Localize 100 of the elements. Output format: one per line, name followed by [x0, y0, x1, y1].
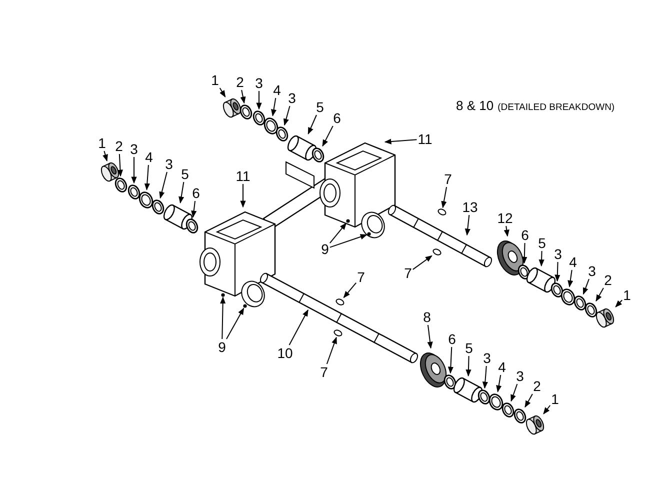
callout-number: 3	[516, 369, 524, 383]
callout-number: 7	[444, 172, 452, 186]
callout-number: 2	[533, 379, 541, 393]
leader-line	[131, 156, 137, 184]
leader-line	[191, 200, 197, 218]
leader-line	[384, 138, 418, 144]
leader-line	[568, 270, 574, 288]
leader-line	[329, 234, 368, 248]
bearing	[100, 162, 120, 182]
leader-line	[466, 356, 472, 377]
washer	[264, 118, 278, 134]
leader-line	[240, 90, 246, 104]
callout-number: 3	[255, 76, 263, 90]
ring	[574, 296, 586, 310]
callout-number: 1	[551, 392, 559, 406]
callout-number: 6	[192, 186, 200, 200]
leader-line	[288, 309, 308, 346]
leader-line	[226, 308, 244, 340]
leader-line	[102, 150, 108, 162]
callout-number: 7	[320, 365, 328, 379]
callout-number: 4	[145, 150, 153, 164]
leader-line	[582, 278, 590, 295]
note: (DETAILED BREAKDOWN)	[498, 101, 615, 115]
ring	[514, 408, 526, 424]
gear	[496, 240, 524, 276]
ring	[312, 148, 324, 162]
pin	[221, 293, 225, 297]
callout-number: 5	[316, 100, 324, 114]
callout-number: 1	[623, 288, 631, 302]
leader-line	[441, 186, 448, 208]
callout-number: 10	[277, 346, 293, 360]
ring	[152, 200, 164, 214]
washer	[488, 394, 504, 410]
leader-line	[144, 164, 150, 190]
leader-line	[117, 154, 124, 177]
leader-line	[524, 394, 533, 408]
callout-number: 7	[357, 270, 365, 284]
bearing	[222, 98, 242, 118]
leader-line	[220, 296, 226, 340]
leader-line	[427, 324, 433, 349]
callout-number: 5	[181, 167, 189, 181]
leader-line	[159, 172, 168, 199]
callout-number: 4	[273, 83, 281, 97]
leader-line	[308, 114, 317, 134]
ring	[276, 126, 288, 142]
leader-line	[240, 184, 246, 208]
callout-number: 11	[418, 132, 432, 146]
callout-number: 3	[165, 157, 173, 171]
leader-line	[448, 346, 454, 374]
ring	[252, 110, 266, 126]
callout-number: 7	[404, 266, 412, 280]
leader-line	[615, 300, 623, 308]
callout-number: 3	[554, 247, 562, 261]
ring	[478, 390, 490, 404]
leader-line	[256, 90, 262, 110]
gear	[420, 352, 447, 388]
bearing	[596, 308, 614, 328]
callout-number: 6	[333, 111, 341, 125]
bearing	[526, 415, 544, 435]
ring	[584, 302, 598, 318]
leader-line	[283, 106, 290, 126]
ring	[128, 184, 140, 200]
gearbox-housing	[320, 142, 396, 238]
leader-line	[496, 374, 502, 392]
callout-number: 9	[218, 340, 226, 354]
bushing	[526, 267, 556, 293]
callout-number: 8	[423, 310, 431, 324]
gearbox-housing	[200, 211, 276, 308]
leader-line	[538, 250, 544, 267]
leader-line	[596, 288, 604, 302]
callout-number: 9	[321, 242, 329, 256]
ring	[114, 178, 128, 192]
callout-number: 3	[288, 91, 296, 105]
leader-line	[219, 88, 226, 98]
callout-number: 11	[236, 169, 250, 183]
callout-number: 1	[98, 136, 106, 150]
leader-line	[343, 282, 357, 298]
callout-number: 6	[448, 332, 456, 346]
callout-number: 4	[498, 360, 506, 374]
leader-line	[271, 98, 276, 116]
callout-number: 4	[569, 255, 577, 269]
leader-line	[178, 182, 184, 204]
pin	[367, 232, 371, 236]
note: 8 & 10	[456, 97, 494, 115]
ring	[186, 218, 198, 234]
callout-number: 13	[462, 200, 478, 214]
callout-number: 3	[588, 264, 596, 278]
callout-number: 2	[604, 273, 612, 287]
leader-line	[522, 242, 528, 264]
callout-number: 2	[115, 139, 123, 153]
callout-number: 12	[497, 211, 513, 225]
leader-line	[322, 126, 334, 147]
callout-number: 3	[483, 351, 491, 365]
ring	[502, 402, 514, 418]
callout-number: 2	[236, 75, 244, 89]
callout-number: 6	[521, 228, 529, 242]
leader-line	[464, 214, 470, 236]
leader-line	[482, 366, 488, 389]
leader-line	[543, 404, 551, 414]
callout-number: 5	[465, 341, 473, 355]
